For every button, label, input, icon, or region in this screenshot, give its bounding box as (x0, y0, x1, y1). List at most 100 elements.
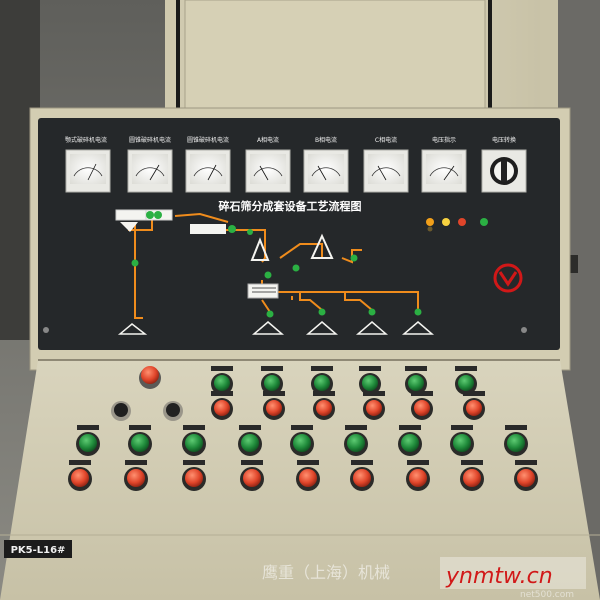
indicator-dot (154, 211, 162, 219)
ammeter-gauge (127, 149, 173, 193)
flow-equipment (115, 209, 435, 335)
green-start-button[interactable] (450, 425, 474, 456)
voltage-selector-switch[interactable] (481, 149, 527, 193)
button-label-plate (261, 366, 283, 371)
button-label-plate (455, 366, 477, 371)
ammeter-gauge (303, 149, 349, 193)
stockpile-symbol (401, 321, 435, 335)
cabinet-seam-left (176, 0, 180, 108)
selector-knob[interactable] (163, 401, 183, 421)
button-label-plate (69, 460, 91, 465)
green-start-button[interactable] (182, 425, 206, 456)
voltmeter-gauge (421, 149, 467, 193)
indicator-lamp (458, 218, 466, 226)
analog-meters (65, 149, 527, 193)
button-label-plate (399, 425, 421, 430)
model-plate (4, 540, 72, 558)
stockpile-symbol (117, 323, 148, 335)
ammeter-gauge (245, 149, 291, 193)
green-start-button[interactable] (290, 425, 314, 456)
panel-screw (43, 327, 49, 333)
panel-screw (521, 327, 527, 333)
green-start-button[interactable] (211, 366, 233, 395)
red-stop-button[interactable] (350, 460, 374, 491)
button-label-plate (313, 391, 335, 396)
red-stop-button[interactable] (211, 391, 233, 420)
button-label-plate (363, 391, 385, 396)
red-stop-button[interactable] (460, 460, 484, 491)
cone-crusher-a (250, 237, 270, 261)
stockpile-symbol (355, 321, 389, 335)
red-stop-button[interactable] (124, 460, 148, 491)
indicator-lamps (426, 218, 488, 232)
indicator-lamp (442, 218, 450, 226)
ammeter-gauge (65, 149, 111, 193)
green-start-button[interactable] (344, 425, 368, 456)
red-stop-button[interactable] (313, 391, 335, 420)
green-start-button[interactable] (405, 366, 427, 395)
red-stop-button[interactable] (406, 460, 430, 491)
button-label-plate (263, 391, 285, 396)
meter-label: B相电流 (315, 136, 337, 144)
green-start-button[interactable] (261, 366, 283, 395)
indicator-lamp (480, 218, 488, 226)
indicator-lamp (426, 218, 434, 226)
button-label-plate (515, 460, 537, 465)
cone-crusher-symbol (190, 224, 226, 234)
red-stop-button[interactable] (68, 460, 92, 491)
button-label-plate (211, 391, 233, 396)
cone-crusher-b (310, 233, 334, 259)
button-label-plate (451, 425, 473, 430)
red-stop-button[interactable] (411, 391, 433, 420)
button-label-plate (505, 425, 527, 430)
red-stop-button[interactable] (263, 391, 285, 420)
button-label-plate (129, 425, 151, 430)
green-start-button[interactable] (504, 425, 528, 456)
ammeter-gauge (185, 149, 231, 193)
meter-label-row: 颚式破碎机电流 圆锥破碎机电流 圆锥破碎机电流 A相电流 B相电流 C相电流 电… (65, 136, 516, 144)
jaw-crusher-symbol (115, 209, 147, 221)
red-stop-button[interactable] (363, 391, 385, 420)
watermark-faint: net500.com (520, 590, 574, 600)
red-stop-button[interactable] (296, 460, 320, 491)
cabinet-seam-right (488, 0, 492, 108)
green-start-button[interactable] (359, 366, 381, 395)
vibrating-screen (247, 283, 279, 299)
meter-label: 圆锥破碎机电流 (187, 136, 229, 144)
button-label-plate (297, 460, 319, 465)
green-start-button[interactable] (311, 366, 333, 395)
meter-label: 电压指示 (432, 136, 456, 144)
hopper-symbol (120, 222, 138, 232)
watermark-box (440, 557, 586, 589)
company-logo (493, 263, 523, 293)
button-label-plate (239, 425, 261, 430)
button-label-plate (407, 460, 429, 465)
button-label-plate (463, 391, 485, 396)
green-start-button[interactable] (76, 425, 100, 456)
red-stop-button[interactable] (182, 460, 206, 491)
red-stop-button[interactable] (463, 391, 485, 420)
green-start-button[interactable] (128, 425, 152, 456)
green-start-button[interactable] (398, 425, 422, 456)
red-stop-button[interactable] (240, 460, 264, 491)
button-label-plate (461, 460, 483, 465)
button-label-plate (411, 391, 433, 396)
emergency-stop-button[interactable] (139, 366, 161, 389)
diagram-title: 碎石筛分成套设备工艺流程图 (219, 199, 362, 213)
button-label-plate (311, 366, 333, 371)
green-start-button[interactable] (238, 425, 262, 456)
button-label-plate (405, 366, 427, 371)
button-label-plate (345, 425, 367, 430)
red-stop-button[interactable] (514, 460, 538, 491)
meter-label: A相电流 (257, 136, 279, 144)
upper-cabinet-door (184, 0, 486, 109)
button-label-plate (77, 425, 99, 430)
meter-label: 电压转换 (492, 136, 516, 144)
button-label-plate (359, 366, 381, 371)
ammeter-gauge (363, 149, 409, 193)
green-start-button[interactable] (455, 366, 477, 395)
key-switch[interactable] (111, 401, 131, 421)
right-cabinet-edge (538, 0, 558, 110)
